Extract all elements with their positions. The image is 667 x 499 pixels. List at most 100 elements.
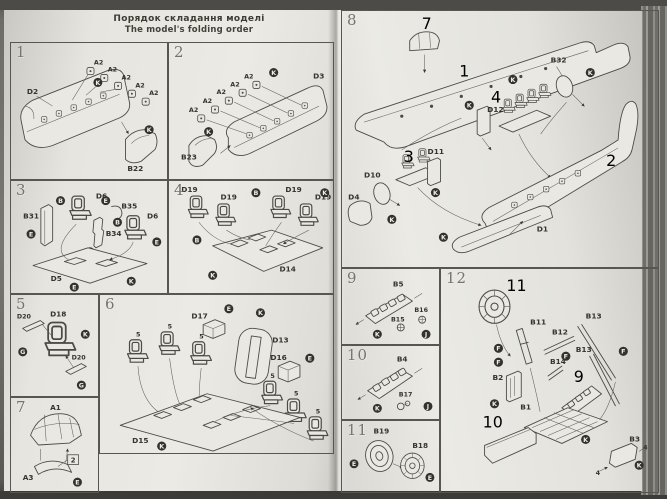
part-label-b11: B11 [530,318,546,327]
step-number: 4 [174,181,185,199]
part-label-a2: A2 [217,88,226,96]
svg-text:E: E [308,355,312,363]
color-code-f: F [618,346,628,356]
subassembly-ref-5: 5 [316,408,321,416]
armrest-d20 [22,320,45,332]
canopy-subassembly [409,31,440,73]
part-label-a2: A2 [122,73,131,81]
step-number: 1 [16,43,27,61]
color-code-e: E [26,229,36,239]
seat-sub5 [306,416,329,440]
part-label-b18: B18 [412,441,428,450]
part-label-a2: A2 [94,59,103,67]
step-2-panel: 2 A2 A2 A2 A2 A2 D3 K [168,42,334,180]
svg-text:K: K [441,234,447,242]
photo-background-bottom [0,491,667,499]
part-label-b31: B31 [23,211,39,220]
step-4-panel: 4 D19 D19 D19 D19 B K B K D14 [168,180,334,294]
svg-text:K: K [389,216,395,224]
svg-text:E: E [227,305,231,313]
svg-text:F: F [564,353,568,361]
part-label-d6: D6 [96,192,107,201]
part-label-d13: D13 [272,335,288,344]
cabin-seat-row-subassembly [498,83,552,178]
part-label-a1: A1 [50,403,61,412]
part-label-d10: D10 [364,171,381,180]
part-label-d16: D16 [270,353,286,362]
part-label-b13: B13 [586,312,602,321]
color-code-e: E [101,196,111,206]
part-label-a3: A3 [23,473,34,482]
tail-part-b22 [121,121,158,164]
title-ukrainian: Порядок складання моделі [113,14,265,24]
tail-part-b23 [188,135,231,167]
svg-text:K: K [95,79,101,87]
color-code-b: B [192,235,202,245]
step-7-panel: 7 A1 A3 2 E [10,397,99,493]
color-code-f: F [493,343,504,353]
color-code-e: E [349,459,359,469]
seat-d18 [44,321,77,357]
side-panel-sub10 [484,427,537,464]
armrest-d20 [65,363,87,375]
part-label-d17: D17 [191,312,207,321]
part-label-d19: D19 [285,185,301,194]
seat-sub5 [261,380,284,405]
svg-text:E: E [104,197,108,205]
svg-text:B: B [195,236,200,244]
part-label-a2: A2 [108,66,117,74]
part-b34 [92,216,105,249]
color-code-b: B [55,196,66,206]
color-code-k: K [208,270,218,280]
seat-d19 [297,203,319,226]
wheel-subassembly-11 [478,289,511,324]
color-code-e: E [305,353,315,363]
color-code-g: G [18,347,28,357]
seat-d6 [69,195,92,220]
step-11-panel: 11 B19 B18 E E [341,420,440,493]
color-code-f: F [561,351,571,361]
svg-text:K: K [159,442,165,450]
floor-d15 [119,358,314,452]
part-label-d15: D15 [132,436,148,445]
instrument-panel-sub9 [561,385,602,417]
svg-text:K: K [206,128,212,136]
subassembly-ref-3: 3 [404,147,414,166]
svg-text:B: B [253,189,258,197]
color-code-k: K [372,403,382,413]
part-label-a2: A2 [135,81,144,89]
svg-text:K: K [467,102,473,110]
part-label-a2: A2 [189,106,198,114]
svg-text:K: K [147,126,153,134]
step-number: 2 [174,43,185,61]
instrument-panel-b4 [358,367,423,400]
step-number: 8 [347,11,358,29]
step-3-panel: 3 B31 E D6 B B35 E B34 E D6 B E [10,180,168,294]
svg-text:K: K [83,332,89,339]
color-code-k: K [320,188,330,198]
part-label-d14: D14 [279,264,295,273]
wheel-half-b19 [365,440,394,472]
direction-ref-4: 4 [596,469,601,477]
svg-text:J: J [424,332,427,339]
box-d17 [202,319,226,339]
svg-text:K: K [433,189,439,197]
color-code-k: K [204,127,214,137]
color-code-e: E [72,477,82,487]
svg-text:K: K [271,69,277,77]
subassembly-ref-5: 5 [136,330,141,338]
part-label-b22: B22 [127,164,143,173]
control-wheel-b15 [396,323,405,332]
svg-text:K: K [637,462,643,470]
subassembly-ref-5: 5 [294,390,299,398]
bulkhead-d12 [476,105,492,151]
part-label-b3: B3 [629,434,640,443]
svg-text:E: E [29,230,33,238]
svg-text:E: E [428,475,432,482]
fuselage-half-d2 [20,68,131,148]
part-label-d20: D20 [17,314,32,321]
cockpit-floor-b1 [523,407,608,444]
step-number: 12 [446,269,468,287]
step-reference-box-2: 2 [57,454,79,467]
canopy-a1 [30,413,82,446]
